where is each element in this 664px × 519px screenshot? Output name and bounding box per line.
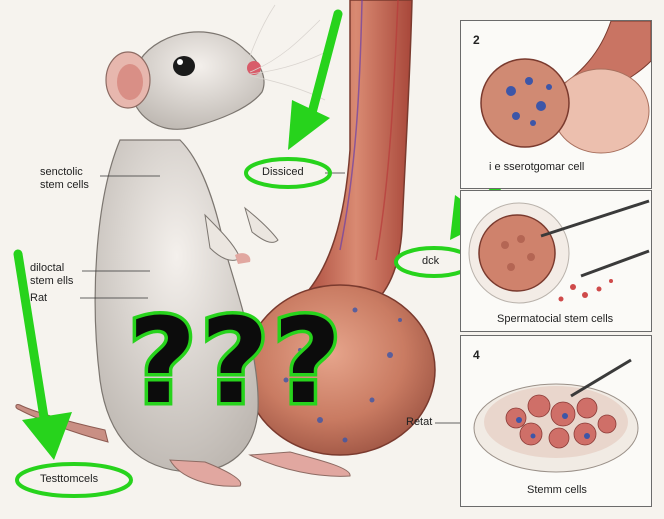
panel-4-caption: Stemm cells — [527, 484, 587, 496]
panel-2-caption: i e sserotgomar cell — [489, 161, 584, 173]
panel-4-illustration — [461, 336, 651, 506]
label-retat: Retat — [406, 416, 432, 428]
label-senctolic-stem-cells: senctolic stem cells — [40, 166, 89, 192]
panel-4: 4 Stemm cells — [460, 335, 652, 507]
label-dissiced: Dissiced — [262, 166, 304, 178]
label-testomcels: Testtomcels — [40, 473, 98, 485]
panel-3-illustration — [461, 191, 651, 331]
rat-eye — [173, 56, 195, 76]
panel-2: 2 i e sserotgomar cell — [460, 20, 652, 189]
panel-3: Spermatocial stem cells — [460, 190, 652, 332]
question-marks-overlay: ??? — [128, 302, 345, 420]
panel-3-caption: Spermatocial stem cells — [497, 313, 613, 325]
label-dck: dck — [422, 255, 439, 267]
panel-2-number: 2 — [473, 33, 480, 47]
panel-4-number: 4 — [473, 348, 480, 362]
rat-head — [132, 32, 264, 129]
label-rat: Rat — [30, 292, 47, 305]
label-diloctal-stem-ells: diloctal stem ells — [30, 262, 73, 288]
